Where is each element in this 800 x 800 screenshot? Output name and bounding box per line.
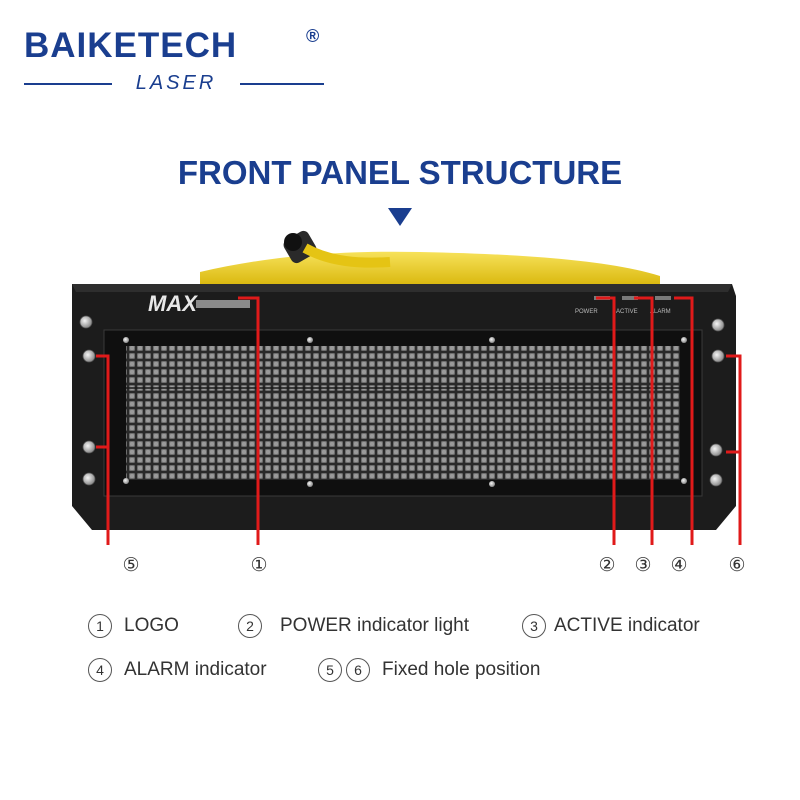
alarm-light: [655, 296, 671, 300]
callout-5: ⑤: [122, 555, 140, 576]
legend-item-active: 3 ACTIVE indicator: [522, 614, 700, 638]
callout-4: ④: [670, 555, 688, 576]
legend-number: 5: [318, 658, 342, 682]
callout-6: ⑥: [728, 555, 746, 576]
legend-number: 2: [238, 614, 262, 638]
legend-text: Fixed hole position: [382, 659, 541, 680]
callout-line-1: [238, 296, 260, 545]
mounting-hole: [709, 443, 723, 457]
fiber-cable: [200, 230, 660, 286]
legend-item-logo: 1 LOGO: [88, 614, 179, 638]
callout-line-2: [596, 296, 616, 545]
brand-logo: BAIKETECH ® LASER: [24, 26, 324, 94]
legend-number: 6: [346, 658, 370, 682]
brand-sub-row: LASER: [24, 72, 324, 96]
brand-line-left: [24, 83, 112, 85]
brand-sub: LASER: [135, 72, 217, 94]
frame-screw: [307, 481, 313, 487]
mounting-hole: [711, 318, 725, 332]
legend-number: 4: [88, 658, 112, 682]
frame-screw: [123, 337, 129, 343]
frame-screw: [489, 337, 495, 343]
callout-2: ②: [598, 555, 616, 576]
legend-text: ACTIVE indicator: [554, 615, 700, 636]
mounting-hole: [82, 472, 96, 486]
brand-name: BAIKETECH: [24, 26, 238, 65]
legend-item-fixed-holes: 5 6 Fixed hole position: [318, 658, 540, 682]
active-light: [622, 296, 638, 300]
frame-screw: [681, 337, 687, 343]
frame-screw: [307, 337, 313, 343]
callout-3: ③: [634, 555, 652, 576]
callout-line-3: [634, 296, 654, 545]
legend-text: POWER indicator light: [280, 615, 470, 636]
legend-text: ALARM indicator: [124, 659, 267, 680]
panel-logo: MAX: [148, 291, 250, 316]
panel-logo-subtext-bar: [196, 300, 250, 308]
panel-logo-text: MAX: [148, 291, 198, 316]
legend-item-alarm: 4 ALARM indicator: [88, 658, 267, 682]
down-arrow-icon: [388, 208, 412, 226]
mounting-hole: [711, 349, 725, 363]
mounting-hole: [79, 315, 93, 329]
frame-screw: [123, 478, 129, 484]
legend-text: LOGO: [124, 615, 179, 636]
brand-line-right: [240, 83, 324, 85]
mounting-hole: [82, 440, 96, 454]
legend-number: 3: [522, 614, 546, 638]
ventilation-grill: [126, 346, 680, 480]
alarm-label: ALARM: [650, 309, 671, 315]
frame-screw: [681, 478, 687, 484]
fiber-connector-tip: [284, 233, 302, 251]
mounting-hole: [82, 349, 96, 363]
callout-line-4: [674, 296, 694, 545]
mounting-hole: [709, 473, 723, 487]
page-title: FRONT PANEL STRUCTURE: [177, 154, 623, 191]
callout-1: ①: [250, 555, 268, 576]
legend-number: 1: [88, 614, 112, 638]
active-label: ACTIVE: [616, 309, 638, 315]
power-label: POWER: [575, 309, 598, 315]
legend-item-power: 2 POWER indicator light: [238, 614, 469, 638]
callout-lines: [96, 296, 742, 545]
frame-screw: [489, 481, 495, 487]
registered-mark: ®: [306, 26, 320, 46]
